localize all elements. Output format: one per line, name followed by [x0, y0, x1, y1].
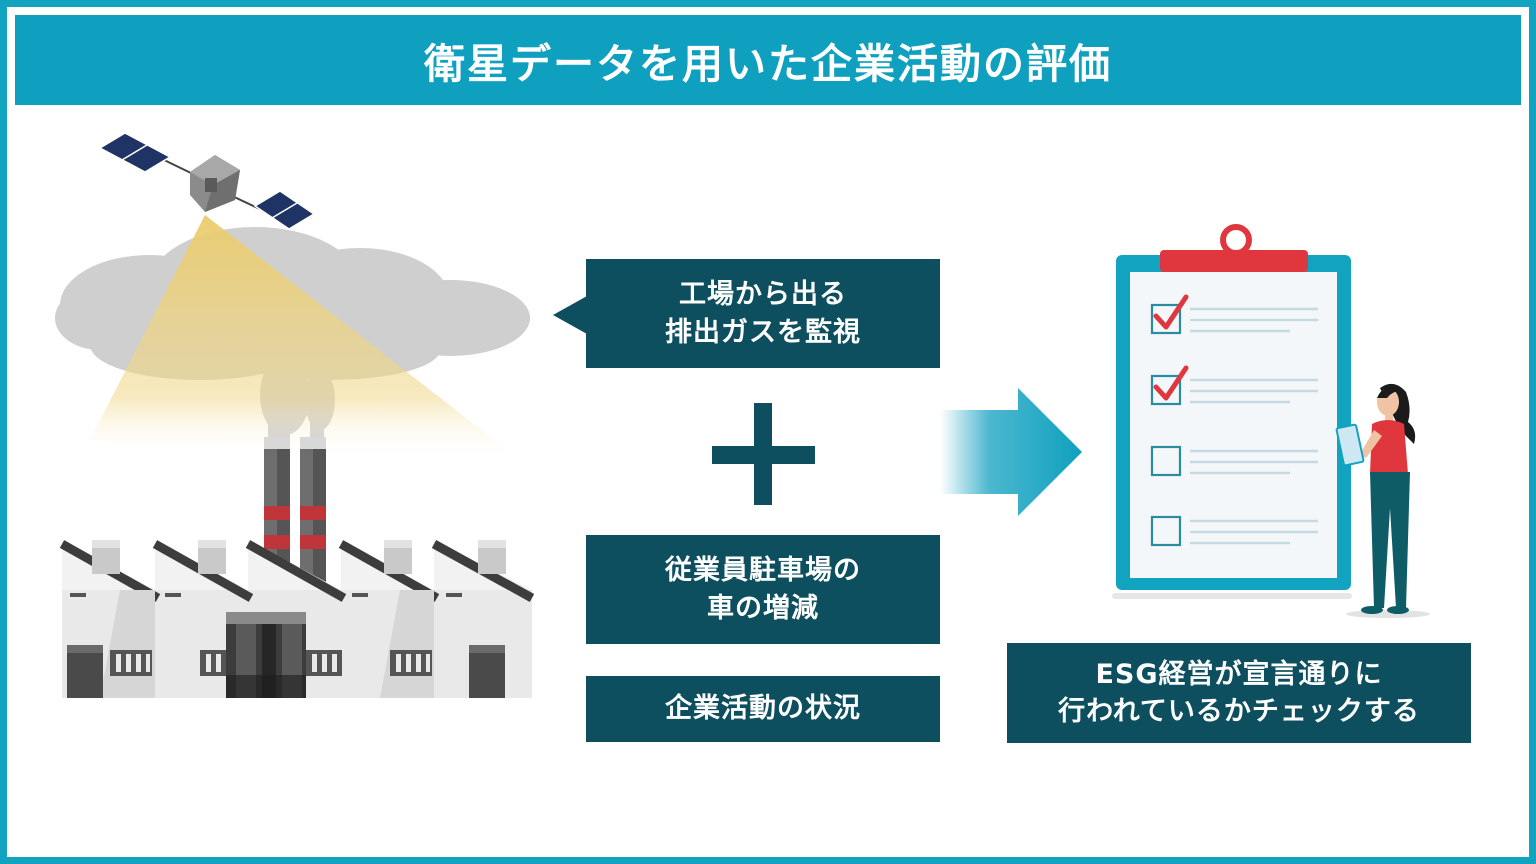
- parking-line-2: 車の増減: [707, 592, 819, 624]
- business-activity-box: 企業活動の状況: [586, 676, 940, 742]
- parking-line-1: 従業員駐車場の: [665, 555, 861, 587]
- chimneys: [264, 437, 326, 587]
- activity-label: 企業活動の状況: [665, 693, 861, 725]
- emissions-monitoring-box: 工場から出る 排出ガスを監視: [586, 259, 940, 368]
- person-icon: [1335, 383, 1430, 618]
- result-line-1: ESG経営が宣言通りに: [1095, 658, 1383, 690]
- plus-icon-vertical: [754, 403, 772, 505]
- clipboard-icon: [1112, 224, 1352, 599]
- page-title: 衛星データを用いた企業活動の評価: [424, 40, 1112, 88]
- speech-bubble-tail: [553, 296, 587, 334]
- satellite-icon: [98, 132, 316, 230]
- title-bar: 衛星データを用いた企業活動の評価: [15, 15, 1521, 105]
- emissions-line-1: 工場から出る: [679, 279, 847, 311]
- esg-check-box: ESG経営が宣言通りに 行われているかチェックする: [1007, 643, 1471, 743]
- arrow-icon: [940, 388, 1082, 516]
- result-line-2: 行われているかチェックする: [1058, 696, 1420, 727]
- factory-building: [59, 540, 535, 698]
- emissions-line-2: 排出ガスを監視: [665, 316, 861, 348]
- parking-lot-box: 従業員駐車場の 車の増減: [586, 535, 940, 644]
- satellite-beam: [90, 215, 520, 460]
